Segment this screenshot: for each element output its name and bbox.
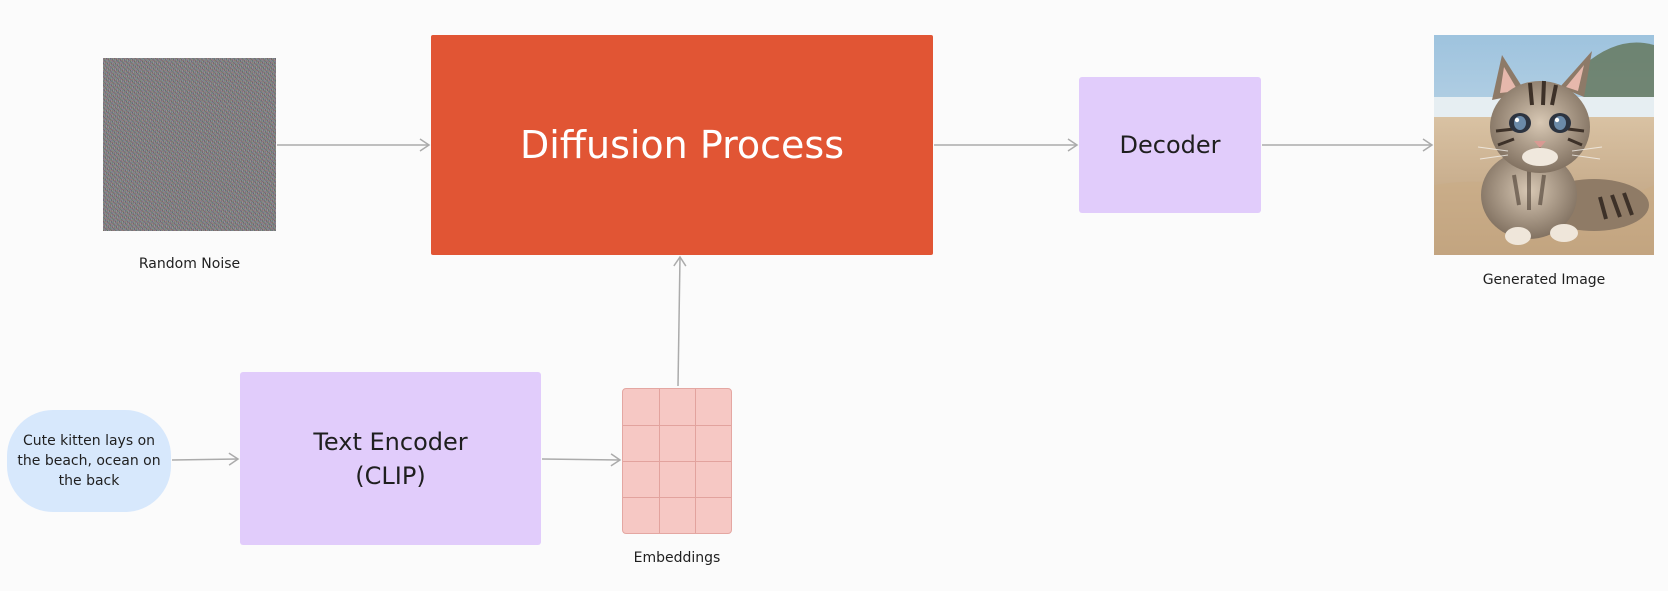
generated-image-label: Generated Image bbox=[1482, 272, 1606, 288]
text-encoder-title: Text Encoder bbox=[313, 427, 468, 456]
embeddings-label: Embeddings bbox=[633, 550, 721, 566]
diffusion-process-box: Diffusion Process bbox=[431, 35, 933, 255]
embeddings-grid-line bbox=[623, 461, 731, 462]
arrow-prompt-to-encoder bbox=[171, 452, 240, 466]
decoder-box: Decoder bbox=[1079, 77, 1261, 213]
generated-image bbox=[1434, 35, 1654, 255]
random-noise-label: Random Noise bbox=[138, 256, 241, 272]
text-encoder-subtitle: (CLIP) bbox=[355, 461, 426, 490]
embeddings-grid-line bbox=[623, 425, 731, 426]
prompt-text: Cute kitten lays on the beach, ocean on … bbox=[17, 433, 161, 489]
kitten-on-beach-picture bbox=[1434, 35, 1654, 255]
embeddings-grid bbox=[622, 388, 732, 534]
arrow-embeddings-to-diffusion bbox=[673, 255, 687, 387]
arrow-encoder-to-embeddings bbox=[541, 453, 622, 467]
text-encoder-box: Text Encoder (CLIP) bbox=[240, 372, 541, 545]
decoder-label: Decoder bbox=[1119, 131, 1221, 159]
embeddings-grid-line bbox=[623, 497, 731, 498]
diffusion-process-label: Diffusion Process bbox=[519, 123, 844, 167]
random-noise-image bbox=[103, 58, 276, 231]
prompt-bubble: Cute kitten lays on the beach, ocean on … bbox=[7, 410, 171, 512]
